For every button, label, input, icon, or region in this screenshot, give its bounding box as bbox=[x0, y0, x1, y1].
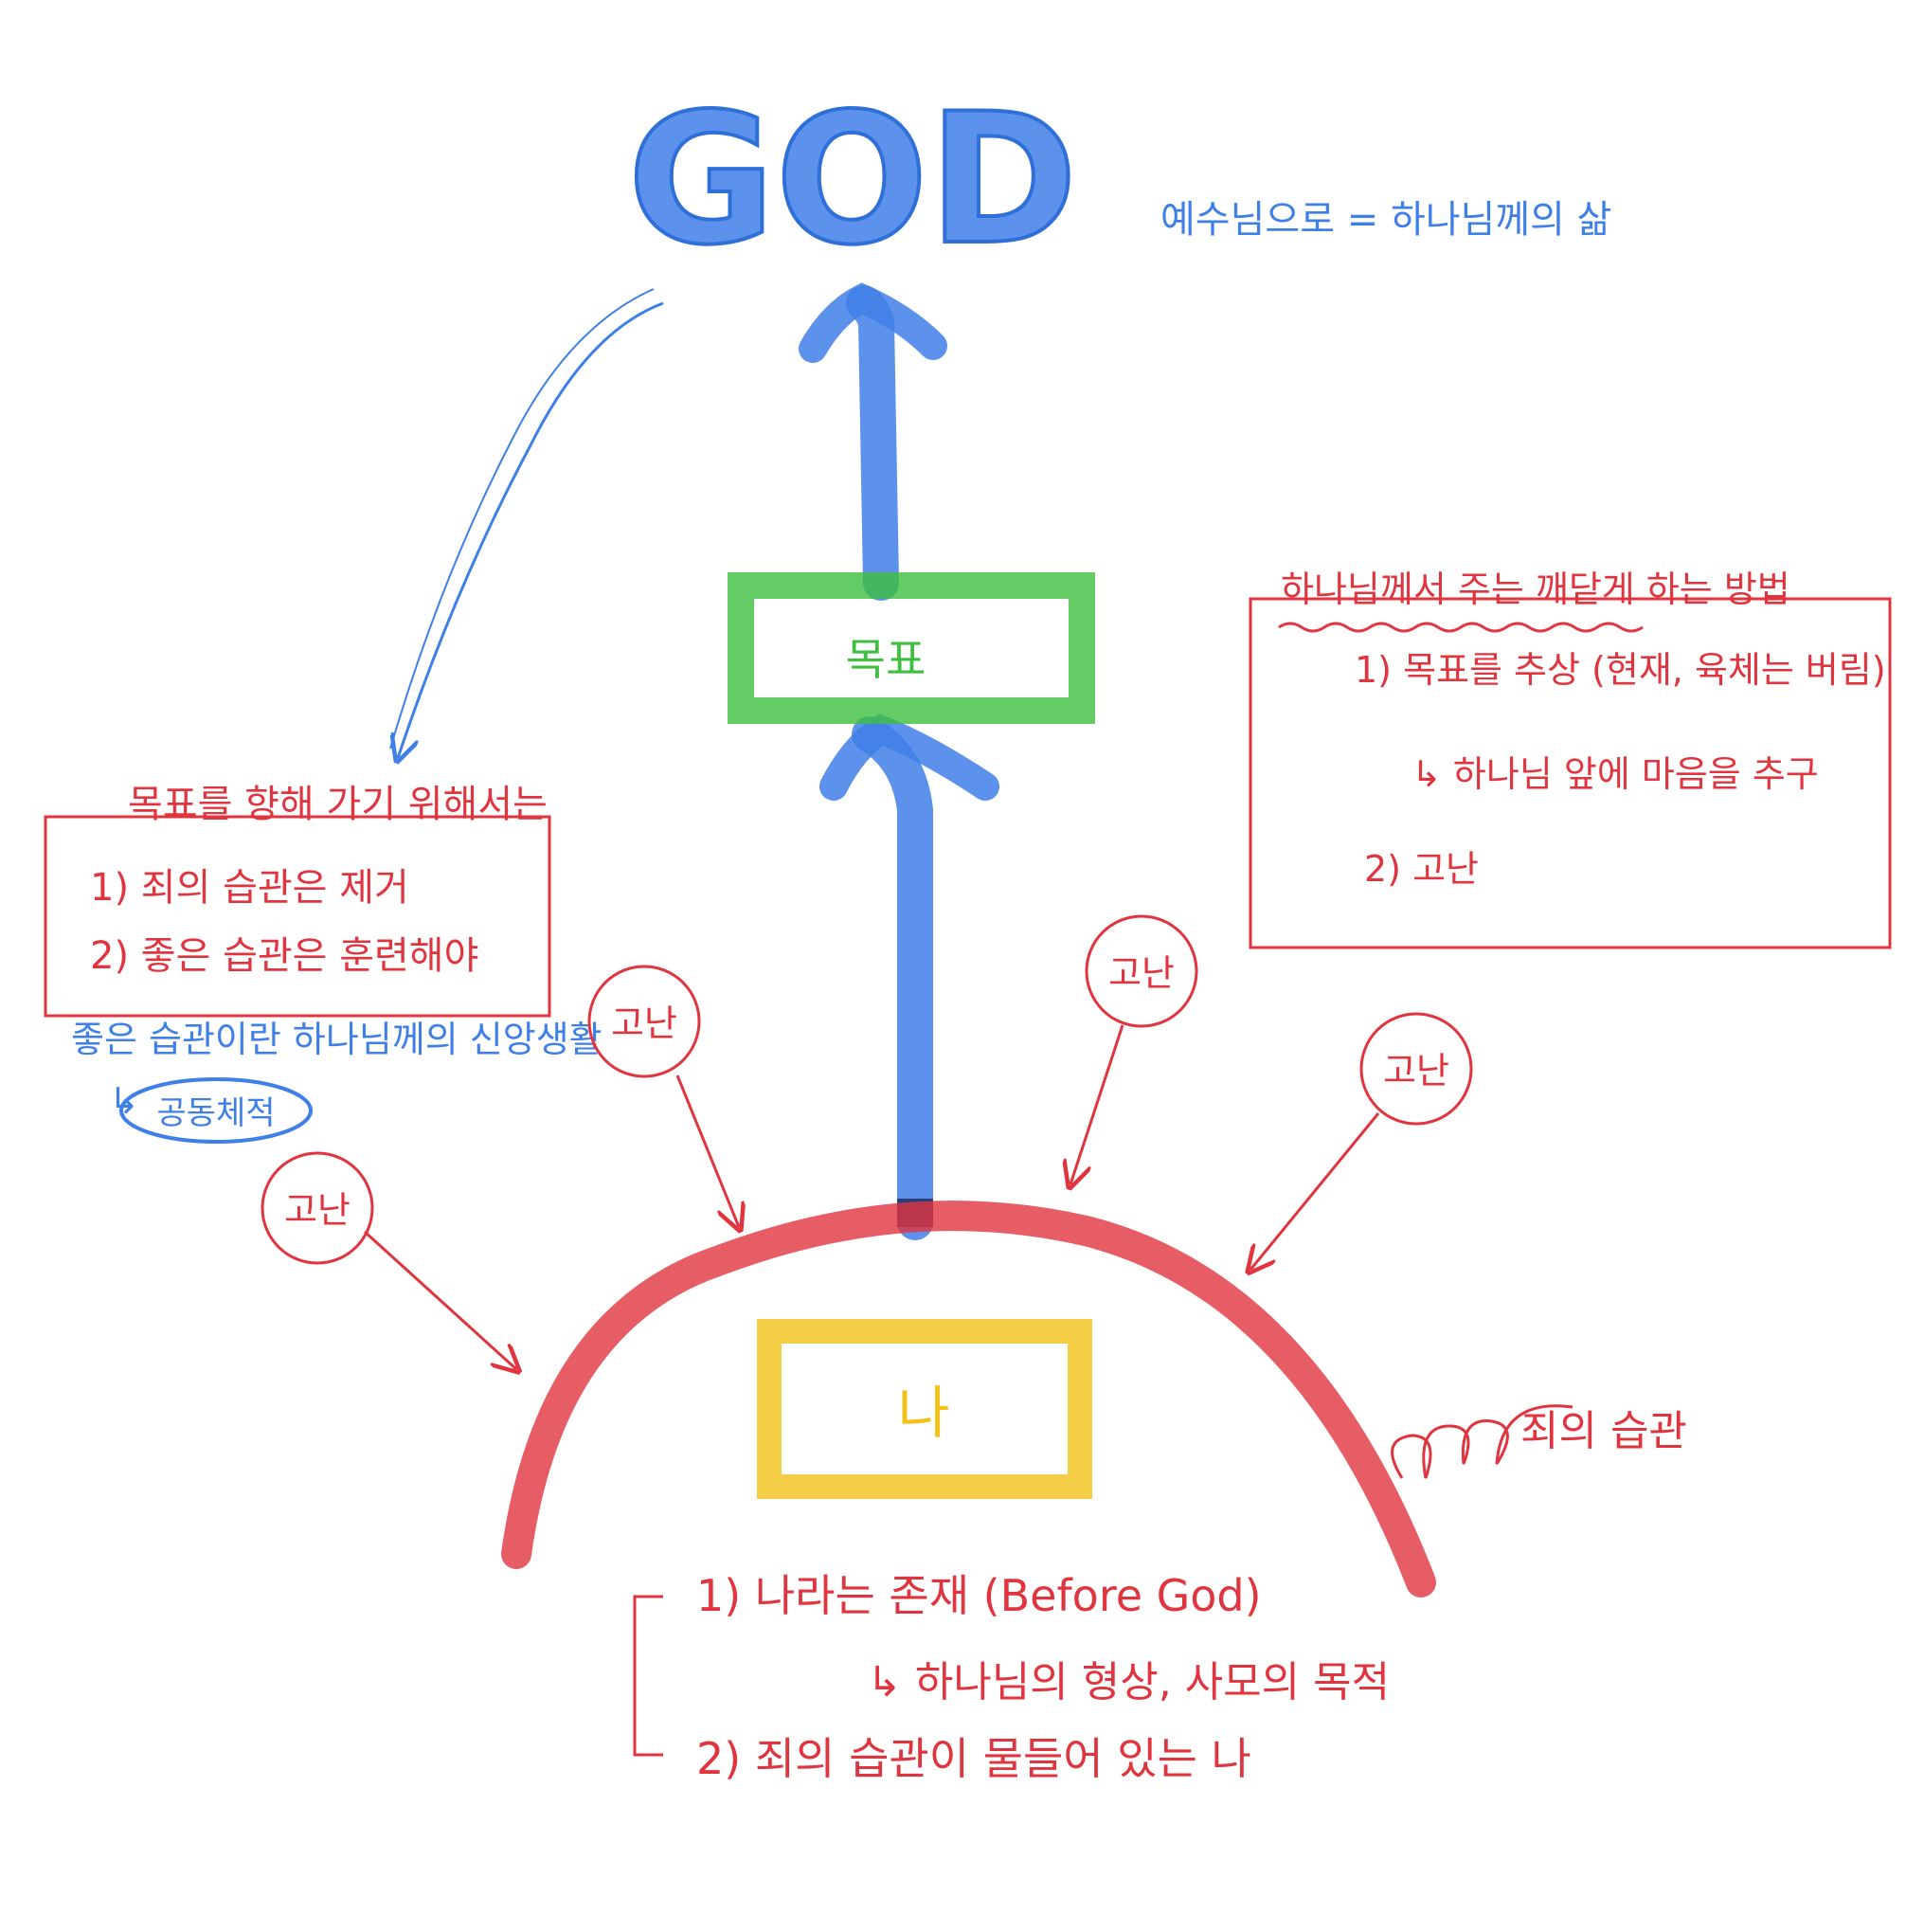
sin-circle-arrow-2 bbox=[675, 1074, 739, 1227]
sin-circle-3: 고난 bbox=[1070, 914, 1198, 1184]
sin-circle-label: 고난 bbox=[611, 1002, 677, 1044]
sin-circle-arrow-1 bbox=[363, 1230, 516, 1369]
right-box-title-underline bbox=[1278, 622, 1644, 633]
self-label: 나 bbox=[897, 1381, 949, 1447]
left-note-badge: 공동체적 bbox=[156, 1094, 275, 1132]
bottom-bracket bbox=[633, 1595, 663, 1757]
bottom-note-1-sub: ↳ 하나님의 형상, 사모의 목적 bbox=[867, 1658, 1390, 1706]
goal-box bbox=[728, 572, 1095, 724]
bottom-note-2: 2) 죄의 습관이 물들어 있는 나 bbox=[696, 1733, 1251, 1784]
left-box-item-2: 2) 좋은 습관은 훈련해야 bbox=[90, 934, 478, 978]
dome-label: 죄의 습관 bbox=[1520, 1407, 1687, 1455]
sin-circle-arrow-3 bbox=[1070, 1024, 1124, 1184]
right-box-title: 하나님께서 주는 깨닫게 하는 방법 bbox=[1281, 569, 1790, 610]
right-box bbox=[1249, 597, 1892, 949]
dome-squiggle bbox=[1391, 1404, 1573, 1479]
sin-circle-label: 고난 bbox=[1108, 952, 1175, 994]
sin-circle-1: 고난 bbox=[261, 1151, 516, 1369]
left-note-badge-ring bbox=[119, 1077, 313, 1144]
goal-label: 목표 bbox=[846, 634, 926, 685]
main-arrow-upper-head-icon bbox=[799, 282, 947, 363]
top-note: 예수님으로 = 하나님께의 삶 bbox=[1160, 198, 1611, 242]
god-title: GOD bbox=[627, 75, 1077, 284]
right-box-item-1: 1) 목표를 추상 (현재, 육체는 버림) bbox=[1355, 649, 1886, 691]
self-box bbox=[757, 1319, 1092, 1499]
sin-dome bbox=[501, 1201, 1436, 1598]
sin-circle-arrow-4 bbox=[1250, 1112, 1380, 1270]
sin-circle-2: 고난 bbox=[587, 965, 739, 1227]
sin-circle-label: 고난 bbox=[1383, 1050, 1449, 1092]
left-box bbox=[44, 815, 551, 1018]
right-box-item-2: ↳ 하나님 앞에 마음을 추구 bbox=[1412, 753, 1819, 795]
god-to-left-arrow bbox=[398, 301, 664, 758]
god-to-left-arrow-parallel bbox=[389, 288, 655, 749]
left-box-item-1: 1) 죄의 습관은 제거 bbox=[90, 866, 409, 910]
main-arrow-upper bbox=[846, 285, 899, 601]
right-box-item-3: 2) 고난 bbox=[1364, 848, 1479, 890]
left-note-line1: 좋은 습관이란 하나님께의 신앙생활 bbox=[71, 1019, 602, 1060]
sin-circle-4: 고난 bbox=[1250, 1012, 1473, 1270]
sin-circle-label: 고난 bbox=[284, 1189, 351, 1231]
left-box-title: 목표를 향해 가기 위해서는 bbox=[128, 783, 548, 826]
bottom-note-1: 1) 나라는 존재 (Before God) bbox=[696, 1570, 1262, 1621]
main-arrow-lower bbox=[852, 716, 933, 1240]
main-arrow-lower-head-icon bbox=[819, 713, 999, 801]
